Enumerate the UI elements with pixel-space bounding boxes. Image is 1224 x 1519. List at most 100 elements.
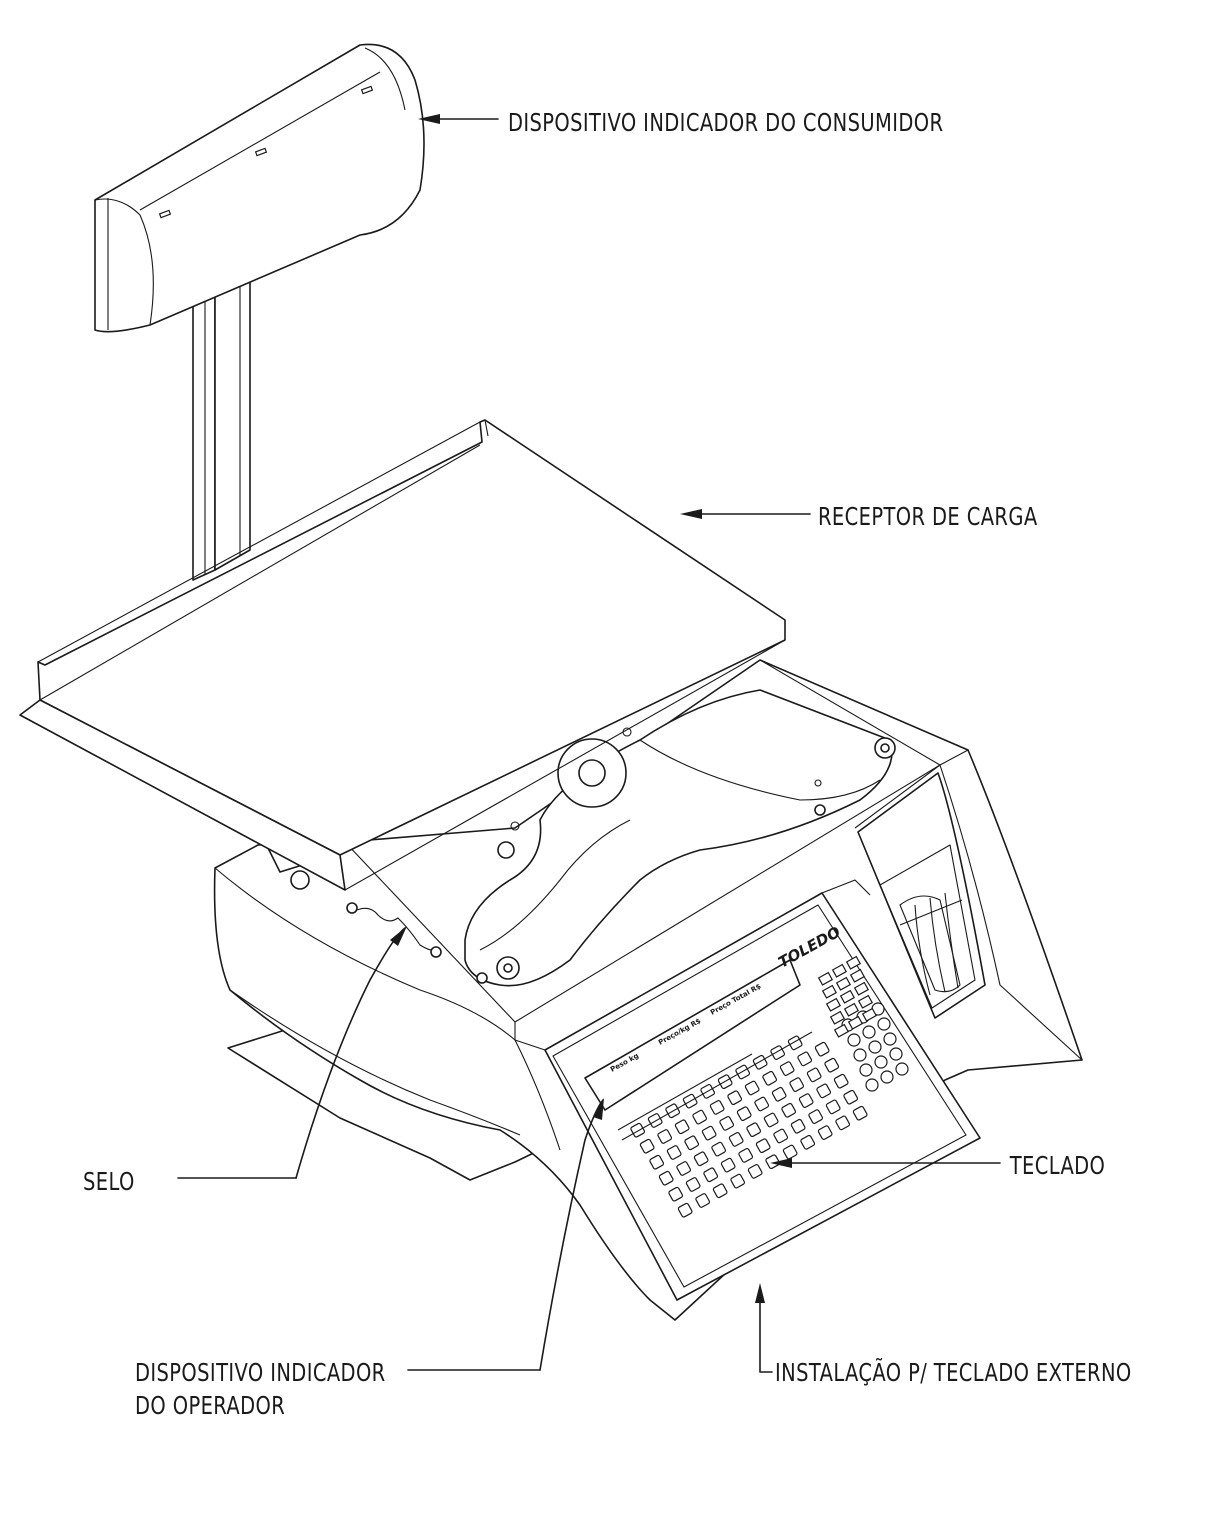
operator-display-window <box>584 959 801 1111</box>
keypad-key <box>738 1148 754 1163</box>
keypad-key <box>639 1138 655 1154</box>
keypad-key <box>797 1051 813 1067</box>
keypad-key <box>674 1119 690 1135</box>
keypad-key <box>746 1122 762 1138</box>
function-key <box>835 976 852 991</box>
keypad-key <box>806 1067 822 1083</box>
keypad-key <box>747 1164 763 1179</box>
scale-base <box>213 659 1083 1321</box>
keypad-key <box>808 1109 824 1124</box>
keypad-key <box>782 1144 798 1160</box>
consumer-display-assembly <box>94 43 425 581</box>
keypad-key <box>709 1100 725 1115</box>
keypad-key <box>701 1125 717 1141</box>
seal-screw-right <box>430 946 442 958</box>
keypad-key <box>817 1125 833 1140</box>
numeric-key <box>847 1033 861 1047</box>
function-key <box>857 994 874 1009</box>
keypad-key <box>833 1073 849 1089</box>
keypad-key <box>668 1186 684 1202</box>
keypad-key <box>755 1138 771 1154</box>
callouts <box>177 114 1001 1373</box>
numeric-key <box>868 1040 882 1054</box>
panel-face <box>544 892 981 1301</box>
base-top-deck <box>344 659 941 1023</box>
keypad-key <box>790 1118 806 1134</box>
numeric-key <box>880 1070 894 1084</box>
keypad-key <box>720 1157 736 1173</box>
keypad-key <box>692 1109 708 1125</box>
function-key <box>843 1002 860 1017</box>
keypad-key <box>684 1135 700 1151</box>
numeric-key <box>853 1048 867 1062</box>
label-keyboard: TECLADO <box>1009 1152 1105 1181</box>
keypad-key <box>703 1167 719 1183</box>
numeric-key <box>865 1078 879 1092</box>
function-key <box>833 1023 850 1038</box>
keypad-key <box>763 1112 779 1128</box>
seal-wire <box>356 907 433 951</box>
keypad-key <box>835 1115 851 1131</box>
keypad-key <box>852 1105 868 1121</box>
base-body <box>213 659 1083 1321</box>
label-operator-display-line2: DO OPERADOR <box>135 1392 285 1421</box>
function-key <box>825 997 842 1012</box>
keypad-key <box>798 1093 814 1108</box>
label-seal: SELO <box>83 1168 135 1197</box>
keypad-key <box>711 1141 727 1157</box>
consumer-display <box>94 43 425 333</box>
keypad-key <box>779 1061 795 1076</box>
keypad-key <box>771 1086 787 1102</box>
function-key <box>831 963 848 978</box>
numeric-key <box>859 1063 873 1077</box>
keypad-key <box>730 1173 746 1189</box>
label-operator-display-line1: DISPOSITIVO INDICADOR <box>135 1359 386 1388</box>
label-load-receptor: RECEPTOR DE CARGA <box>818 503 1038 532</box>
keypad-key <box>727 1090 743 1106</box>
keypad-key <box>744 1080 760 1096</box>
keypad-key <box>762 1070 778 1086</box>
keypad-key <box>658 1170 674 1186</box>
keypad-key <box>773 1128 789 1144</box>
function-key <box>861 1007 878 1022</box>
keypad-key <box>649 1154 665 1170</box>
keypad-key <box>695 1193 711 1208</box>
seal-screw-left <box>346 902 358 914</box>
keypad-key <box>789 1077 805 1092</box>
keypad-key <box>781 1102 797 1118</box>
function-key <box>817 971 834 986</box>
keypad-key <box>719 1116 735 1131</box>
numeric-key <box>889 1047 903 1061</box>
load-receptor <box>19 419 786 891</box>
keypad-key <box>843 1089 859 1105</box>
printer-rollers <box>899 892 963 996</box>
keypad-key <box>754 1096 770 1112</box>
function-key <box>839 989 856 1004</box>
function-key <box>829 1010 846 1025</box>
numeric-key <box>874 1055 888 1069</box>
function-key <box>853 981 870 996</box>
keypad-key <box>693 1151 709 1167</box>
keypad-key <box>657 1129 673 1144</box>
numeric-key <box>883 1032 897 1046</box>
keypad-key <box>677 1202 693 1218</box>
operator-panel: TOLEDO Peso kg Preço/kg R$ Preço Total R… <box>514 879 981 1301</box>
printer-housing <box>854 749 1083 1061</box>
function-key <box>845 955 862 970</box>
base-side-curve <box>214 867 561 1151</box>
keypad-key <box>712 1183 728 1199</box>
keypad-key <box>736 1106 752 1122</box>
keypad-key <box>816 1083 832 1099</box>
function-key <box>847 1015 864 1030</box>
keypad-key <box>824 1057 840 1073</box>
keypad-key <box>728 1132 744 1147</box>
display-pole <box>192 289 216 581</box>
keypad-key <box>765 1154 781 1170</box>
label-consumer-display: DISPOSITIVO INDICADOR DO CONSUMIDOR <box>508 109 943 138</box>
keypad-key <box>800 1134 816 1150</box>
numeric-key <box>877 1017 891 1031</box>
keypad-key <box>825 1099 841 1115</box>
keypad-key <box>676 1161 692 1176</box>
label-external-keyboard: INSTALAÇÃO P/ TECLADO EXTERNO <box>775 1356 1132 1387</box>
numeric-key <box>895 1062 909 1076</box>
